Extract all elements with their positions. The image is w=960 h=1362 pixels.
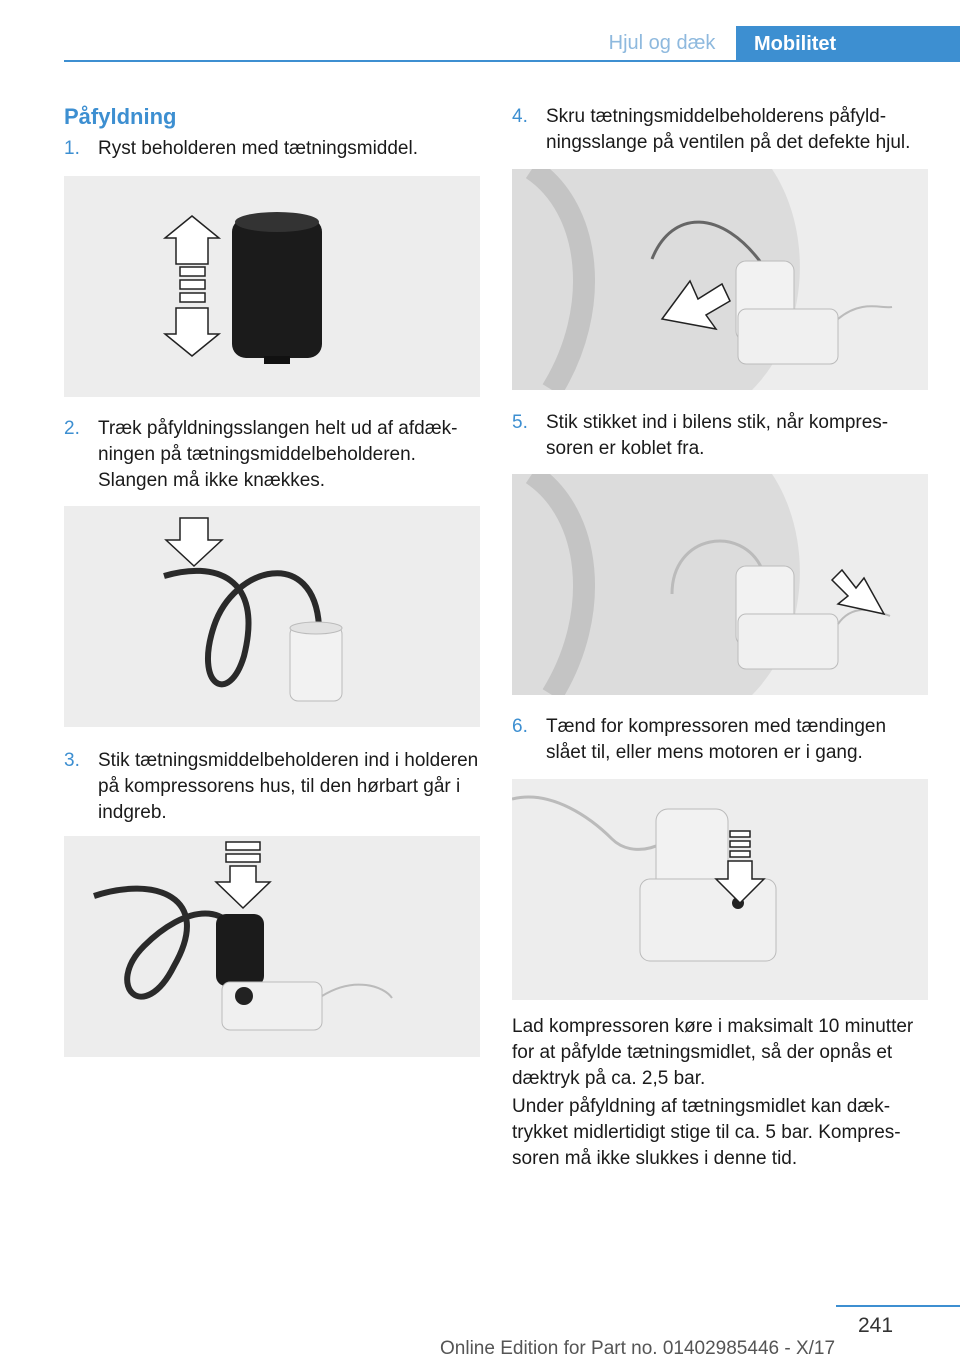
step-5: 5. Stik stikket ind i bilens stik, når k… <box>512 410 928 462</box>
step-text: Træk påfyldningsslangen helt ud af afdæk… <box>98 418 458 491</box>
step-text: Ryst beholderen med tætningsmiddel. <box>98 138 419 159</box>
step-text: Tænd for kompressoren med tændingen slåe… <box>546 716 887 763</box>
step-6: 6. Tænd for kompressoren med tændingen s… <box>512 714 928 766</box>
section-title: Påfyldning <box>64 104 177 129</box>
step-text: Stik tætningsmiddelbeholderen ind i hol­… <box>98 750 479 823</box>
step-number: 4. <box>512 106 528 127</box>
figure-screw-hose-on-valve <box>512 169 928 390</box>
step-number: 5. <box>512 412 528 433</box>
figure-shake-container <box>64 176 480 397</box>
chapter-tab[interactable]: Mobilitet <box>736 26 960 62</box>
step-number: 3. <box>64 750 80 771</box>
figure-start-compressor <box>512 779 928 1000</box>
step-text: Stik stikket ind i bilens stik, når komp… <box>546 412 889 459</box>
step-number: 6. <box>512 716 528 737</box>
step-2: 2. Træk påfyldningsslangen helt ud af af… <box>64 416 480 494</box>
header-rule <box>64 60 960 62</box>
page-number: 241 <box>858 1314 894 1337</box>
figure-pull-hose <box>64 506 480 727</box>
step-3: 3. Stik tætningsmiddelbeholderen ind i h… <box>64 748 480 826</box>
footer-rule <box>836 1305 960 1307</box>
paragraph-run-time: Lad kompressoren køre i maksimalt 10 min… <box>512 1016 914 1089</box>
step-4: 4. Skru tætningsmiddelbeholderens påfyld… <box>512 104 928 156</box>
step-number: 2. <box>64 418 80 439</box>
step-1: 1. Ryst beholderen med tætningsmiddel. <box>64 136 480 162</box>
step-number: 1. <box>64 138 80 159</box>
figure-insert-container <box>64 836 480 1057</box>
section-tab[interactable]: Hjul og dæk <box>608 32 716 54</box>
figure-plug-in <box>512 474 928 695</box>
edition-note: Online Edition for Part no. 01402985446 … <box>440 1338 836 1359</box>
paragraph-pressure-note: Under påfyldning af tætningsmidlet kan d… <box>512 1096 901 1169</box>
step-text: Skru tætningsmiddelbeholderens påfyld­ni… <box>546 106 911 153</box>
